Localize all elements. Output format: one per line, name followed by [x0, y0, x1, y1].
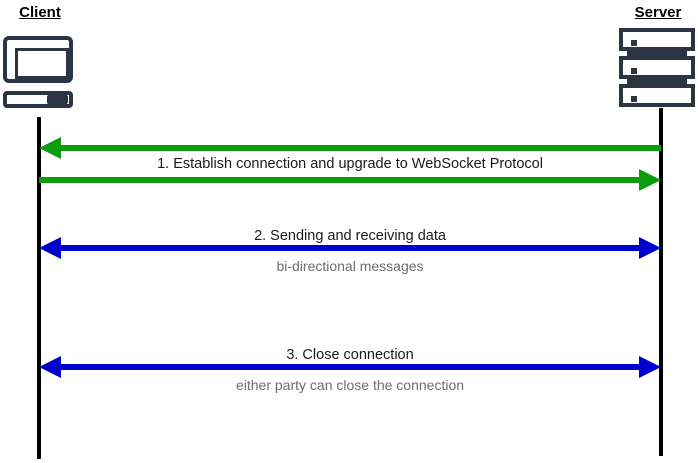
server-led-3 [631, 96, 637, 102]
message-3-arrowhead-right [639, 356, 661, 378]
message-1-line-inbound [60, 145, 661, 151]
message-3-line [60, 364, 640, 370]
message-1-arrowhead-right [639, 169, 661, 191]
server-actor-label: Server [634, 4, 682, 21]
message-2-arrowhead-left [39, 237, 61, 259]
server-connector-top [627, 51, 687, 56]
computer-monitor-icon [3, 36, 81, 112]
server-unit-3 [619, 84, 695, 107]
message-3-title: 3. Close connection [286, 347, 414, 363]
message-2-subtitle: bi-directional messages [276, 258, 424, 274]
server-led-1 [631, 40, 637, 46]
server-unit-2 [619, 56, 695, 79]
server-unit-1 [619, 28, 695, 51]
monitor-bezel [3, 36, 73, 83]
server-connector-bottom [627, 79, 687, 84]
drive-slot [47, 95, 68, 104]
monitor-screen [15, 48, 69, 79]
message-3-subtitle: either party can close the connection [235, 377, 465, 393]
client-actor-label: Client [19, 4, 61, 21]
server-lifeline [659, 108, 663, 456]
message-2-title: 2. Sending and receiving data [254, 228, 446, 244]
server-led-2 [631, 68, 637, 74]
message-1-title: 1. Establish connection and upgrade to W… [157, 156, 543, 172]
message-2-line [60, 245, 640, 251]
message-3-arrowhead-left [39, 356, 61, 378]
message-1-arrowhead-left [39, 137, 61, 159]
client-lifeline [37, 117, 41, 459]
message-2-arrowhead-right [639, 237, 661, 259]
message-1-line-outbound [39, 177, 640, 183]
server-rack-icon [619, 28, 695, 108]
